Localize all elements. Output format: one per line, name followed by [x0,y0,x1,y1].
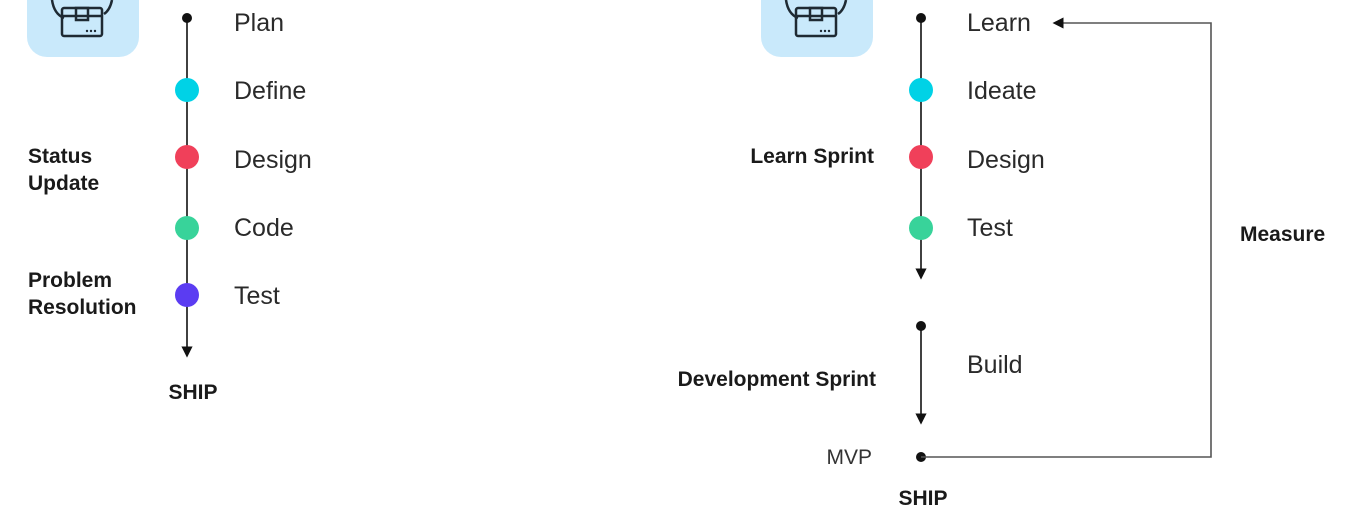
code-dot [175,216,199,240]
package-cycle-icon [27,0,139,57]
development-sprint-label: Development Sprint [678,368,876,391]
status-update-label-line2: Update [28,172,99,195]
ideate-dot [909,78,933,102]
measure-feedback-arrow [921,17,1212,458]
right-ship-label: SHIP [898,487,947,510]
step-define: Define [234,77,306,105]
step-test: Test [967,214,1013,242]
mvp-label: MVP [826,446,872,469]
problem-resolution-label-line1: Problem [28,269,112,292]
status-update-label-line1: Status [28,145,92,168]
step-plan: Plan [234,9,284,37]
problem-resolution-label-line2: Resolution [28,296,137,319]
measure-label: Measure [1240,223,1325,246]
step-design: Design [234,146,312,174]
step-design: Design [967,146,1045,174]
learn-sprint-label: Learn Sprint [750,145,874,168]
step-build: Build [967,351,1023,379]
step-code: Code [234,214,294,242]
test-dot [909,216,933,240]
package-cycle-icon [761,0,873,57]
test-dot [175,283,199,307]
design-dot [909,145,933,169]
left-ship-label: SHIP [168,381,217,404]
design-dot [175,145,199,169]
step-ideate: Ideate [967,77,1037,105]
plan-dot [182,13,192,23]
step-test: Test [234,282,280,310]
build-start-dot [916,321,926,331]
learn-dot [916,13,926,23]
define-dot [175,78,199,102]
step-learn: Learn [967,9,1031,37]
